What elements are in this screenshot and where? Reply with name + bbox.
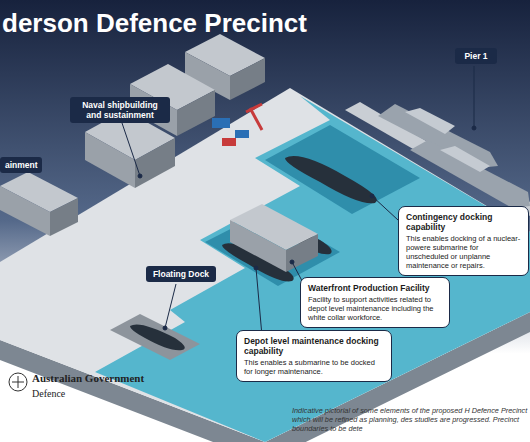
ship: [410, 140, 530, 208]
place-tag: ainment: [0, 157, 42, 173]
crest: [9, 373, 27, 391]
node-body: Facility to support activities related t…: [308, 295, 442, 322]
node-heading: ainment: [5, 160, 37, 170]
callout-box: Contingency docking capabilityThis enabl…: [398, 206, 529, 276]
container: [235, 130, 249, 138]
node-heading: Naval shipbuilding and sustainment: [75, 100, 165, 120]
ship: [440, 146, 490, 172]
node-heading: Floating Dock: [151, 269, 211, 279]
crane: [246, 104, 262, 130]
container: [212, 118, 230, 128]
building: [230, 204, 318, 272]
node-heading: Pier 1: [460, 51, 492, 61]
node-heading: Depot level maintenance docking capabili…: [244, 336, 384, 356]
place-tag: Pier 1: [455, 48, 497, 64]
caption: Indicative pictorial of some elements of…: [292, 406, 528, 433]
node-heading: Contingency docking capability: [406, 212, 521, 232]
floating-dock: [110, 314, 200, 360]
title: derson Defence Precinct: [2, 8, 307, 39]
submarine: [130, 325, 185, 351]
ship: [405, 108, 455, 134]
node-heading: Waterfront Production Facility: [308, 283, 442, 293]
leader-line: [122, 66, 476, 336]
land: [0, 88, 530, 442]
department-name: Defence: [32, 388, 65, 399]
node-body: This enables a submarine to be docked fo…: [244, 358, 384, 376]
water: [95, 96, 530, 442]
submarine: [285, 156, 377, 203]
agency-name: Australian Government: [32, 372, 144, 384]
callout-box: Waterfront Production FacilityFacility t…: [300, 277, 450, 328]
container: [222, 138, 236, 146]
building: [0, 172, 78, 236]
place-tag: Floating Dock: [146, 266, 216, 282]
place-tag: Naval shipbuilding and sustainment: [70, 97, 170, 123]
node-body: This enables docking of a nuclear-powere…: [406, 234, 521, 270]
callout-box: Depot level maintenance docking capabili…: [236, 330, 392, 382]
